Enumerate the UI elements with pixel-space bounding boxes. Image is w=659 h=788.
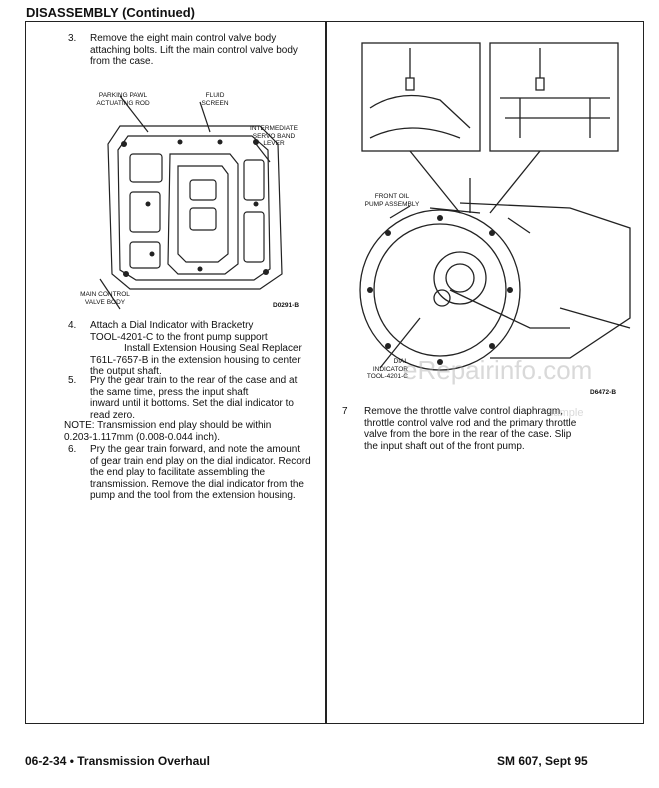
step-6-line-1: Pry the gear train forward, and note the… [90,444,301,455]
step-5: 5. Pry the gear train to the rear of the… [68,375,323,421]
step-7: 7 Remove the throttle valve control diap… [342,406,637,452]
step-4-line-1: Attach a Dial Indicator with Bracketry [90,320,254,331]
step-6-line-5: pump and the tool from the extension hou… [90,490,296,501]
step-5-line-4: read zero. [90,409,136,421]
column-divider [325,21,327,724]
valve-body-figure [60,84,320,314]
label-parking-pawl: PARKING PAWL ACTUATING ROD [96,92,150,107]
note-line-1: NOTE: Transmission end play should be wi… [64,420,272,431]
label-main-control: MAIN CONTROL VALVE BODY [80,291,130,306]
step-4-line-3: Install Extension Housing Seal Replacer [124,343,302,354]
page-header: DISASSEMBLY (Continued) [26,5,196,20]
step-7-line-2: throttle control valve rod and the prima… [364,417,577,429]
footer-right: SM 607, Sept 95 [497,754,588,768]
step-number: 5. [68,375,77,386]
step-3-line-2: attaching bolts. Lift the main control v… [90,44,298,56]
step-4-line-4: T61L-7657-B in the extension housing to … [90,354,301,366]
step-4-line-2: TOOL-4201-C to the front pump support [90,331,268,343]
page-frame [25,21,644,724]
label-fluid-screen: FLUID SCREEN [201,92,229,107]
label-front-oil-pump: FRONT OIL PUMP ASSEMBLY [364,193,420,208]
step-3-line-3: from the case. [90,56,154,67]
step-4: 4. Attach a Dial Indicator with Bracketr… [68,320,323,378]
footer-left: 06-2-34 • Transmission Overhaul [25,754,210,768]
label-dial-indicator: DIAL INDICATOR TOOL-4201-C [366,358,408,380]
valve-body-drawing [99,95,283,310]
step-3: 3. Remove the eight main control valve b… [68,33,323,69]
note-line-2: 0.203-1.117mm (0.008-0.044 inch). [64,431,221,443]
step-3-line-1: Remove the eight main control valve body [90,33,277,44]
step-6-line-2: of gear train end play on the dial indic… [90,455,311,467]
step-number: 3. [68,33,77,44]
end-play-note: NOTE: Transmission end play should be wi… [64,420,314,443]
figure-code-2: D6472-B [590,389,617,396]
dial-indicator-figure [330,28,640,398]
step-7-line-4: the input shaft out of the front pump. [364,440,525,452]
step-7-line-1: Remove the throttle valve control diaphr… [364,406,563,417]
label-servo-band: INTERMEDIATE SERVO BAND LEVER [250,125,298,147]
step-5-line-2: the same time, press the input shaft [90,386,249,398]
step-4-line-5: the output shaft. [90,366,162,377]
step-6: 6. Pry the gear train forward, and note … [68,444,323,502]
step-7-line-3: valve from the bore in the rear of the c… [364,429,572,440]
step-number: 4. [68,320,77,331]
watermark-sample: sample [548,407,584,419]
step-5-line-3: inward until it bottoms. Set the dial in… [90,398,294,409]
step-6-line-4: transmission. Remove the dial indicator … [90,478,304,490]
step-number: 7 [342,406,348,417]
step-6-line-3: the end play to facilitate assembling th… [90,467,266,478]
dial-indicator-drawing [359,42,631,371]
step-number: 6. [68,444,77,455]
step-5-line-1: Pry the gear train to the rear of the ca… [90,375,298,386]
watermark: eRepairinfo.com [403,355,593,385]
figure-code-1: D0291-B [273,302,300,309]
